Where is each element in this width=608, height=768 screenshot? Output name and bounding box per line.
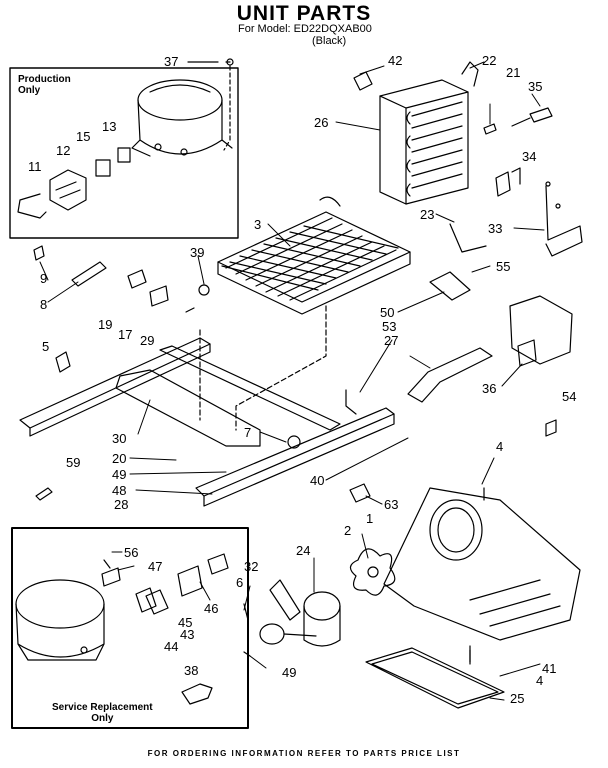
service-replacement-label: Service Replacement Only: [52, 702, 153, 724]
callout-37: 37: [164, 54, 179, 69]
callout-28: 28: [114, 497, 129, 512]
callout-45: 45: [178, 615, 193, 630]
callout-46: 46: [204, 601, 219, 616]
callout-1: 1: [366, 511, 374, 526]
callout-36: 36: [482, 381, 497, 396]
callout-24: 24: [296, 543, 311, 558]
callout-9: 9: [40, 271, 48, 286]
model-subtitle: For Model: ED22DQXAB00 (Black): [238, 23, 372, 47]
callout-15: 15: [76, 129, 91, 144]
callout-54: 54: [562, 389, 577, 404]
callout-29: 29: [140, 333, 155, 348]
machine-compartment: [383, 487, 581, 641]
callout-53: 53: [382, 319, 397, 334]
base-frame: [19, 329, 395, 507]
callout-47: 47: [148, 559, 163, 574]
service-replacement-box: [11, 527, 249, 729]
callout-2: 2: [344, 523, 352, 538]
callout-34: 34: [522, 149, 537, 164]
callout-25: 25: [510, 691, 525, 706]
model-variant: (Black): [312, 35, 347, 47]
callout-6: 6: [236, 575, 244, 590]
callout-17: 17: [118, 327, 133, 342]
callout-27: 27: [384, 333, 399, 348]
callout-48: 48: [112, 483, 127, 498]
footer-note: FOR ORDERING INFORMATION REFER TO PARTS …: [147, 749, 461, 758]
callout-44: 44: [164, 639, 179, 654]
callout-35: 35: [528, 79, 543, 94]
callout-30: 30: [112, 431, 127, 446]
condenser-coil: [379, 79, 469, 205]
callout-22: 22: [482, 53, 497, 68]
callout-20: 20: [112, 451, 127, 466]
callout-55: 55: [496, 259, 511, 274]
callout-leaders: [39, 61, 545, 701]
callout-13: 13: [102, 119, 117, 134]
production-only-box: [9, 67, 239, 239]
relay-production: [17, 147, 131, 219]
callout-40: 40: [310, 473, 325, 488]
callout-39: 39: [190, 245, 205, 260]
callout-49b: 49: [282, 665, 297, 680]
callout-32: 32: [244, 559, 259, 574]
compressor-service: [15, 579, 105, 661]
callout-4a: 4: [496, 439, 504, 454]
callout-7: 7: [244, 425, 252, 440]
callout-41: 41: [542, 661, 557, 676]
callout-12: 12: [56, 143, 71, 158]
page-title: UNIT PARTS: [236, 2, 372, 25]
drain-pan: [365, 647, 505, 709]
evaporator-coil: [217, 196, 411, 315]
callout-33: 33: [488, 221, 503, 236]
callout-56: 56: [124, 545, 139, 560]
callout-43: 43: [180, 627, 195, 642]
callout-63: 63: [384, 497, 399, 512]
callout-49a: 49: [112, 467, 127, 482]
callout-26: 26: [314, 115, 329, 130]
callout-42: 42: [388, 53, 403, 68]
callout-23: 23: [420, 207, 435, 222]
callout-19: 19: [98, 317, 113, 332]
compressor-production: [131, 79, 233, 157]
callout-11: 11: [28, 159, 42, 174]
model-line: For Model: ED22DQXAB00: [238, 23, 372, 35]
fan-motor-assembly: [259, 548, 396, 647]
callout-5: 5: [42, 339, 50, 354]
callout-50: 50: [380, 305, 395, 320]
callout-38: 38: [184, 663, 199, 678]
production-only-label: Production Only: [18, 74, 71, 96]
callout-21: 21: [506, 65, 521, 80]
callout-8: 8: [40, 297, 48, 312]
callout-3: 3: [254, 217, 262, 232]
callout-4b: 4: [536, 673, 544, 688]
callout-59: 59: [66, 455, 81, 470]
